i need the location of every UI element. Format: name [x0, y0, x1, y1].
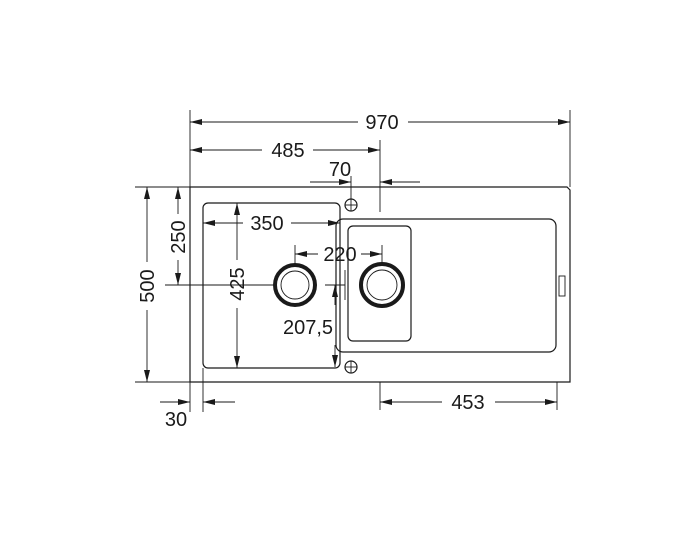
- tap-hole-bottom-icon: [344, 360, 358, 374]
- drainer-slot: [558, 275, 566, 297]
- drainer-area: [335, 218, 557, 353]
- dimension-485-label: 485: [271, 140, 304, 162]
- dimension-overall-width: 970: [190, 112, 570, 134]
- dimension-waste-spacing: 220: [295, 244, 382, 266]
- dimension-453-label: 453: [451, 392, 484, 414]
- dimension-bowl-depth: 250: [168, 187, 190, 285]
- dimension-half-width: 485: [190, 140, 380, 162]
- dimension-hole-offset: 70: [310, 159, 420, 199]
- right-waste-icon: [359, 262, 405, 308]
- dimension-border: 30: [160, 399, 235, 431]
- dimension-inner-depth: 425: [227, 203, 249, 368]
- left-waste-icon: [273, 263, 317, 307]
- dimension-small-bowl-width: 350: [203, 213, 340, 235]
- right-small-bowl: [347, 225, 412, 342]
- dimension-425-label: 425: [227, 267, 249, 300]
- dimension-waste-offset: 207,5: [283, 270, 346, 367]
- dimension-350-label: 350: [250, 213, 283, 235]
- dimension-500-label: 500: [137, 269, 159, 302]
- sink-outline: [189, 186, 571, 383]
- tap-hole-top-icon: [344, 198, 358, 212]
- dimension-220-label: 220: [323, 244, 356, 266]
- dimension-250-label: 250: [168, 220, 190, 253]
- dimension-207-5-label: 207,5: [283, 317, 333, 339]
- dimension-70-label: 70: [329, 159, 351, 181]
- dimension-970-label: 970: [365, 112, 398, 134]
- dimension-drainer-width: 453: [380, 392, 557, 414]
- dimension-30-label: 30: [165, 409, 187, 431]
- dimension-overall-depth: 500: [137, 187, 159, 382]
